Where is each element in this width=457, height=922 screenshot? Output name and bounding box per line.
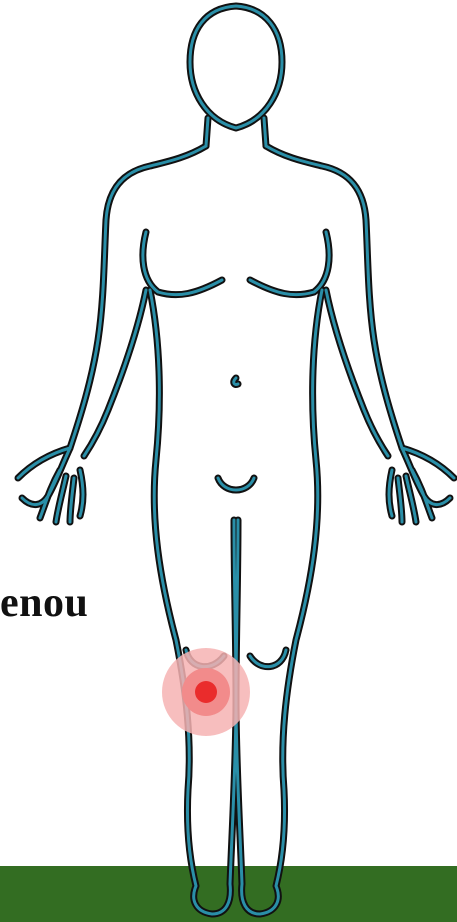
body-part-label: enou [0,582,88,624]
body-outline-outer [18,6,454,914]
pain-marker-icon [162,648,250,736]
pain-marker-core [195,681,217,703]
